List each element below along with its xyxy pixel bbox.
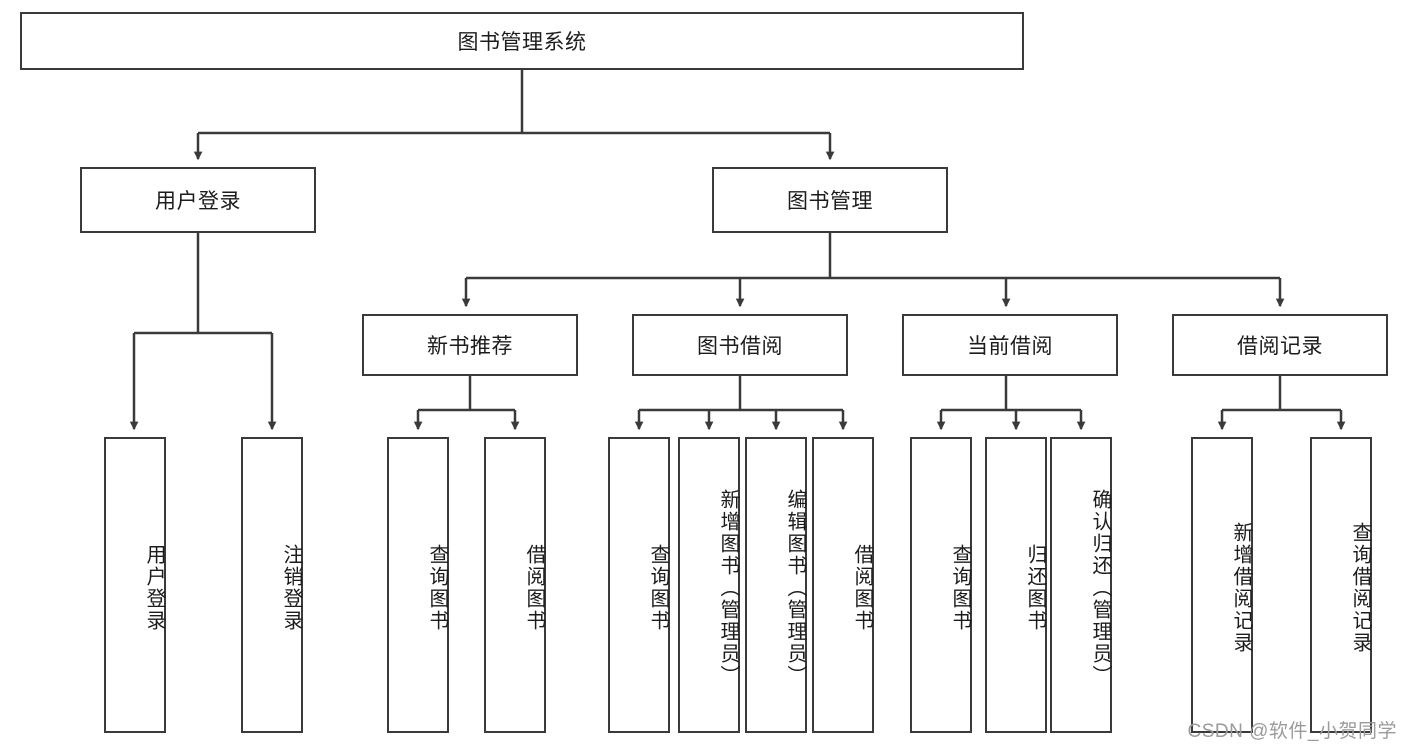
node-book-borrow[interactable]: 图书借阅 bbox=[632, 314, 848, 376]
node-leaf-query-book-2[interactable]: 查询图书 bbox=[608, 437, 670, 733]
node-leaf-query-record[interactable]: 查询借阅记录 bbox=[1310, 437, 1372, 733]
watermark-text: CSDN @软件_小贺同学 bbox=[1187, 721, 1397, 742]
node-leaf-return-book-label: 归还图书 bbox=[1024, 544, 1046, 632]
node-leaf-query-book-1-label: 查询图书 bbox=[426, 544, 448, 632]
node-borrow-record-label: 借阅记录 bbox=[1237, 335, 1323, 358]
node-leaf-query-book-3-label: 查询图书 bbox=[949, 544, 971, 632]
node-root-label: 图书管理系统 bbox=[457, 31, 587, 54]
node-leaf-borrow-book-1-label: 借阅图书 bbox=[523, 544, 545, 632]
node-leaf-add-book[interactable]: 新增图书（管理员） bbox=[678, 437, 740, 733]
node-leaf-borrow-book-2[interactable]: 借阅图书 bbox=[812, 437, 874, 733]
node-current-borrow-label: 当前借阅 bbox=[967, 335, 1053, 358]
node-leaf-return-book[interactable]: 归还图书 bbox=[985, 437, 1047, 733]
node-leaf-confirm-return-label: 确认归还（管理员） bbox=[1089, 489, 1111, 687]
node-leaf-logout-label: 注销登录 bbox=[280, 544, 302, 632]
node-leaf-edit-book-label: 编辑图书（管理员） bbox=[784, 489, 806, 687]
node-leaf-user-login-label: 用户登录 bbox=[143, 544, 165, 632]
node-leaf-query-book-3[interactable]: 查询图书 bbox=[910, 437, 972, 733]
node-leaf-query-record-label: 查询借阅记录 bbox=[1349, 522, 1371, 654]
node-leaf-query-book-1[interactable]: 查询图书 bbox=[387, 437, 449, 733]
node-user-login[interactable]: 用户登录 bbox=[80, 167, 316, 233]
node-leaf-borrow-book-1[interactable]: 借阅图书 bbox=[484, 437, 546, 733]
node-user-login-label: 用户登录 bbox=[155, 190, 241, 213]
node-borrow-record[interactable]: 借阅记录 bbox=[1172, 314, 1388, 376]
node-leaf-add-record-label: 新增借阅记录 bbox=[1230, 522, 1252, 654]
node-root[interactable]: 图书管理系统 bbox=[20, 12, 1024, 70]
node-leaf-query-book-2-label: 查询图书 bbox=[647, 544, 669, 632]
node-new-book-rec-label: 新书推荐 bbox=[427, 335, 513, 358]
node-leaf-confirm-return[interactable]: 确认归还（管理员） bbox=[1050, 437, 1112, 733]
node-leaf-add-book-label: 新增图书（管理员） bbox=[717, 489, 739, 687]
node-leaf-borrow-book-2-label: 借阅图书 bbox=[851, 544, 873, 632]
node-book-borrow-label: 图书借阅 bbox=[697, 335, 783, 358]
node-leaf-edit-book[interactable]: 编辑图书（管理员） bbox=[745, 437, 807, 733]
node-book-manage[interactable]: 图书管理 bbox=[712, 167, 948, 233]
node-leaf-logout[interactable]: 注销登录 bbox=[241, 437, 303, 733]
node-leaf-user-login[interactable]: 用户登录 bbox=[104, 437, 166, 733]
node-new-book-rec[interactable]: 新书推荐 bbox=[362, 314, 578, 376]
node-book-manage-label: 图书管理 bbox=[787, 190, 873, 213]
node-current-borrow[interactable]: 当前借阅 bbox=[902, 314, 1118, 376]
node-leaf-add-record[interactable]: 新增借阅记录 bbox=[1191, 437, 1253, 733]
